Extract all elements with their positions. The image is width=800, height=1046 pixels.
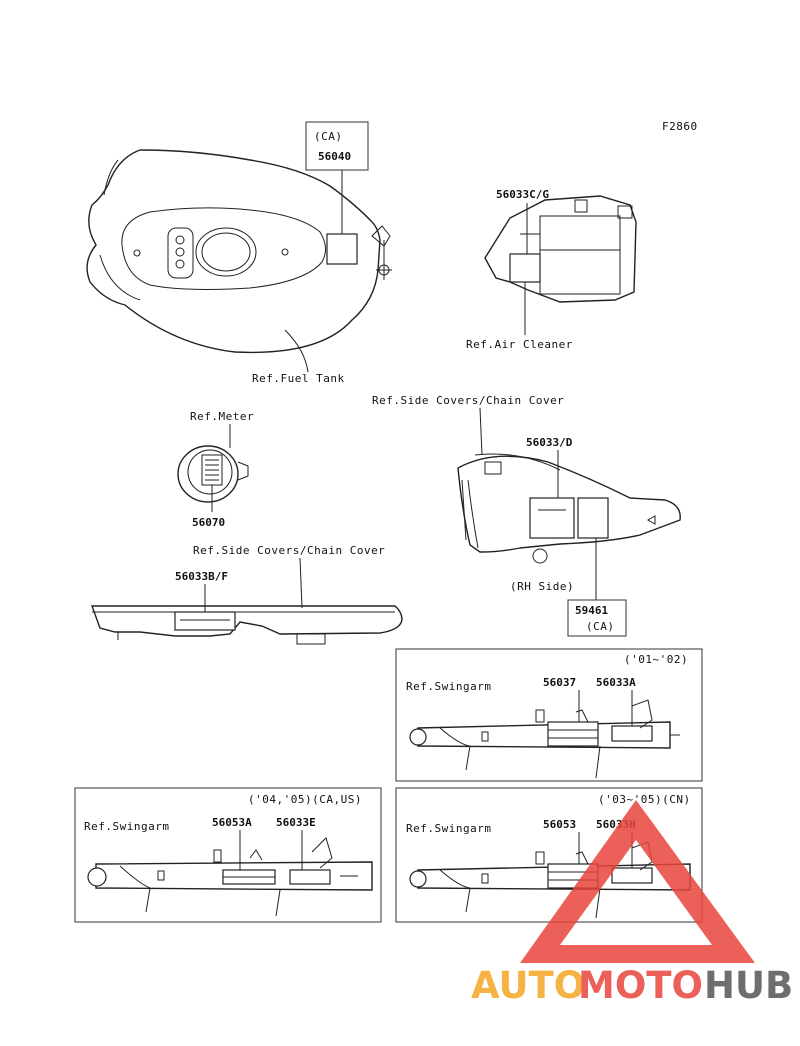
part-number-59461: 59461 <box>575 604 608 617</box>
part-number-56033a: 56033A <box>596 676 636 689</box>
watermark-auto: AUTO <box>471 964 585 1007</box>
swingarm-01-02-frame <box>395 648 703 782</box>
automotohub-watermark: AUTO MOTO HUB <box>471 800 793 1007</box>
meter-group: Ref.Meter 56070 <box>177 410 254 529</box>
swingarm-04-05-years: ('04,'05)(CA,US) <box>248 793 362 806</box>
part-number-56053a: 56053A <box>212 816 252 829</box>
part-number-56033-d: 56033/D <box>526 436 573 449</box>
ref-meter: Ref.Meter <box>190 410 254 423</box>
side-cover-outline <box>457 455 681 553</box>
label-56033d-marker <box>529 497 575 539</box>
tank-gauge-cluster <box>167 227 194 279</box>
figure-code: F2860 <box>662 120 698 133</box>
label-56033a-marker <box>611 725 653 742</box>
watermark-hub: HUB <box>704 964 793 1007</box>
part-number-56053: 56053 <box>543 818 576 831</box>
swingarm-03-05-frame <box>395 787 703 923</box>
callout-box-59461 <box>567 599 627 637</box>
part-number-56033c-g: 56033C/G <box>496 188 549 201</box>
swingarm-04-05-ref: Ref.Swingarm <box>84 820 169 833</box>
chain-cover-group: Ref.Side Covers/Chain Cover 56033B/F <box>91 544 403 645</box>
chain-cover-outline <box>91 605 403 637</box>
watermark-triangle <box>520 800 755 963</box>
fuel-tank-group: (CA) 56040 Ref.Fuel Tank <box>86 121 392 385</box>
label-56040-marker <box>326 233 358 265</box>
meter-body <box>177 445 239 503</box>
label-56033b-marker <box>174 611 236 631</box>
side-cover-rh-variant: (CA) <box>586 620 615 633</box>
filler-cap <box>195 227 257 277</box>
air-cleaner-group: 56033C/G Ref.Air Cleaner <box>466 188 637 351</box>
air-cleaner-outline <box>484 195 637 303</box>
part-number-56037: 56037 <box>543 676 576 689</box>
label-56037-marker <box>547 721 599 747</box>
swingarm-03-05-ref: Ref.Swingarm <box>406 822 491 835</box>
callout-box-56040 <box>305 121 369 171</box>
swingarm-01-02-group: ('01~'02) Ref.Swingarm 56037 56033A <box>395 648 703 782</box>
swingarm-04-05-group: ('04,'05)(CA,US) Ref.Swingarm 56053A 560… <box>74 787 382 923</box>
fuel-tank-top-panel <box>121 207 326 290</box>
ref-air-cleaner: Ref.Air Cleaner <box>466 338 573 351</box>
air-cleaner-box <box>539 215 621 295</box>
swingarm-01-02-ref: Ref.Swingarm <box>406 680 491 693</box>
label-56033c-marker <box>509 253 541 283</box>
ref-side-covers-top: Ref.Side Covers/Chain Cover <box>372 394 564 407</box>
swingarm-01-02-years: ('01~'02) <box>624 653 688 666</box>
label-59461-marker <box>577 497 609 539</box>
part-number-56040: 56040 <box>318 150 351 163</box>
watermark-moto: MOTO <box>578 964 703 1007</box>
part-number-56033e: 56033E <box>276 816 316 829</box>
label-56033e-marker <box>289 869 331 885</box>
ref-side-covers-chain: Ref.Side Covers/Chain Cover <box>193 544 385 557</box>
part-number-56070: 56070 <box>192 516 225 529</box>
side-cover-rh-side: (RH Side) <box>510 580 574 593</box>
ref-fuel-tank: Ref.Fuel Tank <box>252 372 345 385</box>
swingarm-03-05-years: ('03~'05)(CN) <box>598 793 691 806</box>
side-cover-rh-group: Ref.Side Covers/Chain Cover 56033/D (RH … <box>372 394 681 637</box>
fuel-tank-variant: (CA) <box>314 130 343 143</box>
part-number-56033b-f: 56033B/F <box>175 570 228 583</box>
swingarm-04-05-frame <box>74 787 382 923</box>
label-56033h-marker <box>611 867 653 884</box>
